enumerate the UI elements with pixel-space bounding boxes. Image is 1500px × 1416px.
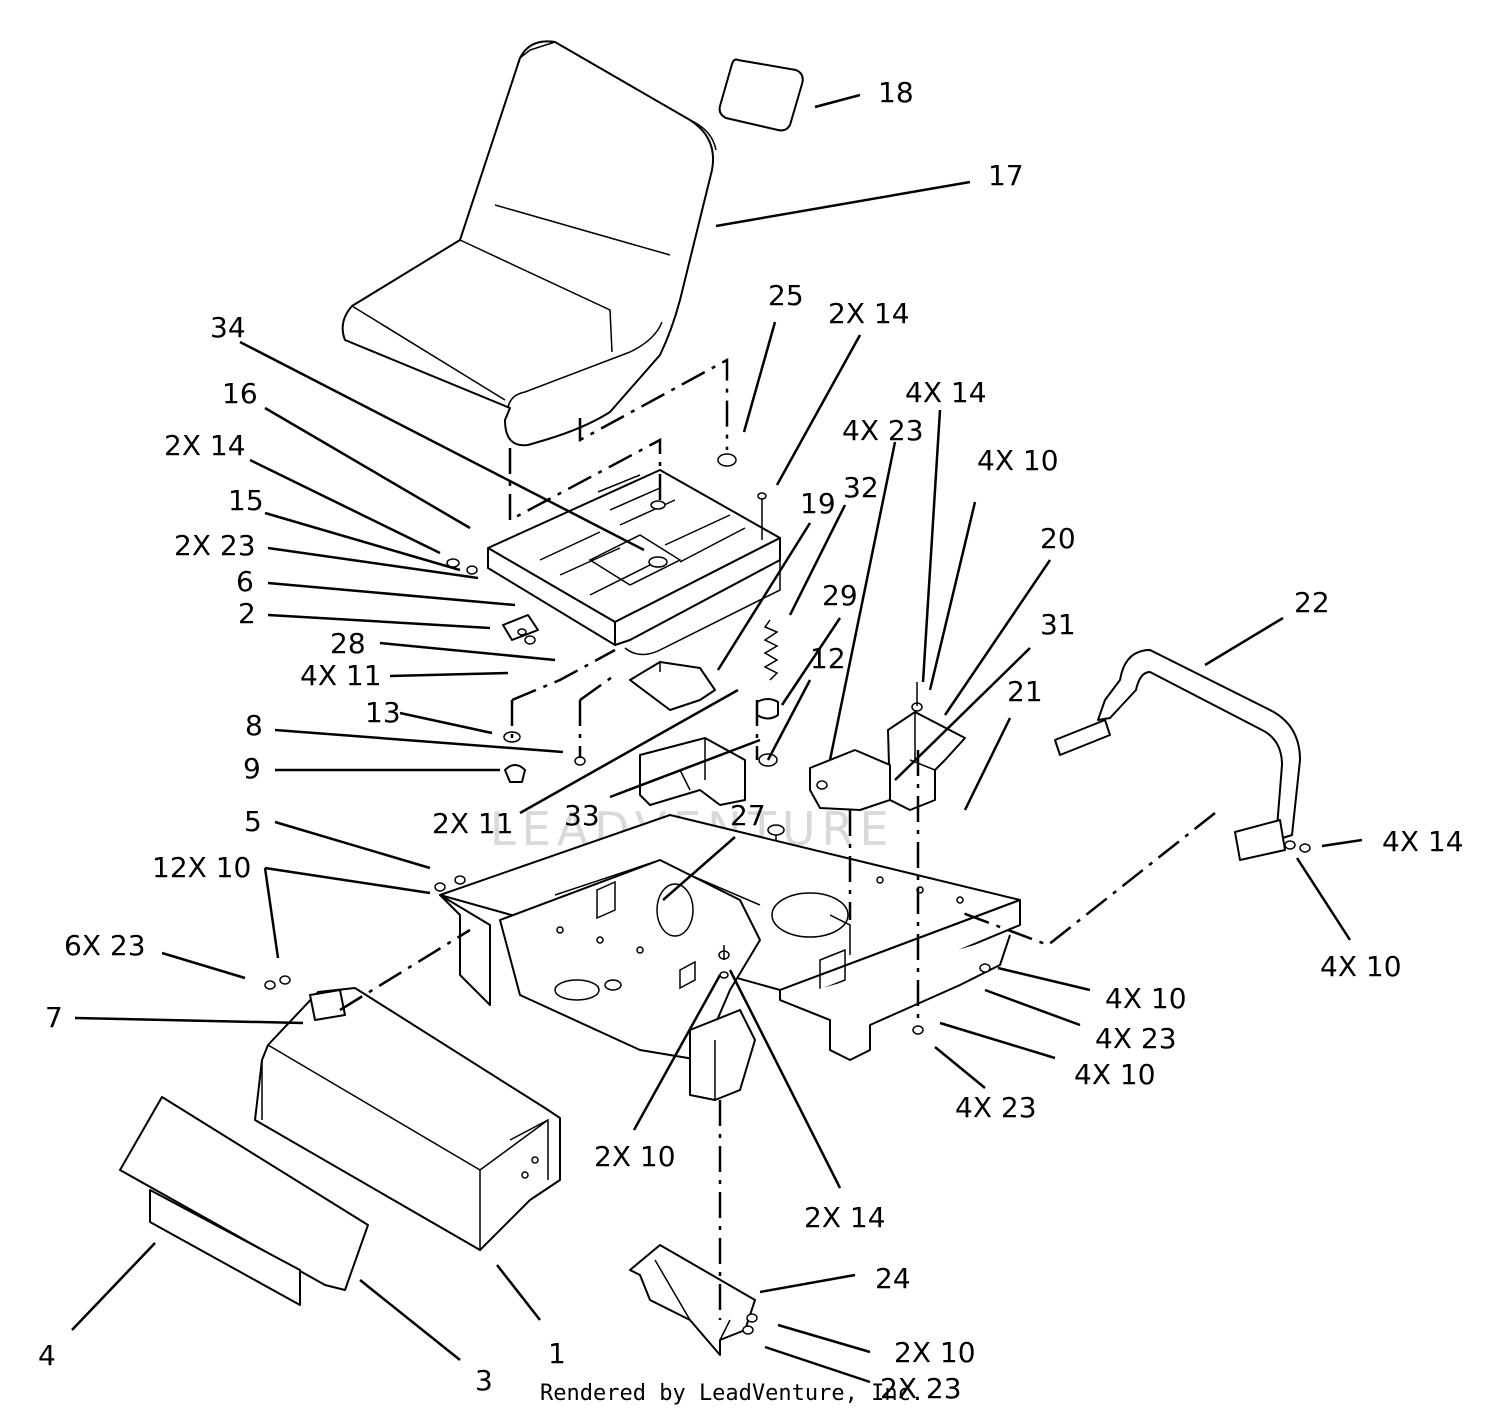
callout-c25: 25 bbox=[768, 279, 804, 312]
console-part-1 bbox=[254, 987, 561, 1251]
callout-c27: 27 bbox=[730, 799, 766, 832]
seat-bracket-part-19 bbox=[629, 661, 716, 711]
callout-c2x10b: 2X 10 bbox=[894, 1336, 976, 1369]
bumper-part-29 bbox=[756, 698, 779, 720]
leader-lines bbox=[71, 93, 1363, 1384]
callout-c17: 17 bbox=[988, 159, 1024, 192]
panel-part-3 bbox=[119, 1096, 369, 1291]
callout-c5: 5 bbox=[244, 805, 262, 838]
callout-c2x14a: 2X 14 bbox=[828, 297, 910, 330]
callout-c4x10d: 4X 10 bbox=[1074, 1058, 1156, 1091]
callout-c2x23a: 2X 23 bbox=[174, 529, 256, 562]
callout-c18: 18 bbox=[878, 76, 914, 109]
assembly-lines bbox=[339, 357, 1216, 1320]
callout-c6: 6 bbox=[236, 565, 254, 598]
callout-c32: 32 bbox=[843, 471, 879, 504]
callout-c28: 28 bbox=[330, 627, 366, 660]
callout-c4x14b: 4X 14 bbox=[1382, 825, 1464, 858]
callout-c3: 3 bbox=[475, 1364, 493, 1397]
callout-c4x10a: 4X 10 bbox=[977, 444, 1059, 477]
callout-c29: 29 bbox=[822, 579, 858, 612]
callout-c9: 9 bbox=[243, 752, 261, 785]
callout-c24: 24 bbox=[875, 1262, 911, 1295]
callout-c12x10: 12X 10 bbox=[152, 851, 251, 884]
handle-bar-part-22 bbox=[1054, 649, 1311, 861]
callout-c4x10c: 4X 10 bbox=[1105, 982, 1187, 1015]
front-support bbox=[689, 1009, 756, 1101]
bracket-part-33 bbox=[639, 737, 746, 806]
callout-c13: 13 bbox=[365, 696, 401, 729]
callout-c33: 33 bbox=[564, 799, 600, 832]
callout-c4x23b: 4X 23 bbox=[1095, 1022, 1177, 1055]
callout-c19: 19 bbox=[800, 487, 836, 520]
callout-c4x11: 4X 11 bbox=[300, 659, 382, 692]
callout-c4x10b: 4X 10 bbox=[1320, 950, 1402, 983]
callout-c2x14c: 2X 14 bbox=[804, 1201, 886, 1234]
frame-hardware bbox=[264, 875, 991, 1035]
callout-c15: 15 bbox=[228, 484, 264, 517]
callout-c16: 16 bbox=[222, 377, 258, 410]
credit-text: Rendered by LeadVenture, Inc. bbox=[540, 1381, 924, 1406]
seat-label-part-18 bbox=[718, 58, 804, 132]
bracket-part-31 bbox=[809, 749, 891, 811]
callout-c20: 20 bbox=[1040, 522, 1076, 555]
callout-c4: 4 bbox=[38, 1339, 56, 1372]
callout-c1: 1 bbox=[548, 1337, 566, 1370]
callout-c2x14b: 2X 14 bbox=[164, 429, 246, 462]
callout-c31: 31 bbox=[1040, 608, 1076, 641]
callout-c2: 2 bbox=[238, 597, 256, 630]
callout-c22: 22 bbox=[1294, 586, 1330, 619]
callout-c4x14a: 4X 14 bbox=[905, 376, 987, 409]
callout-c12: 12 bbox=[810, 642, 846, 675]
main-frame-part-5 bbox=[439, 814, 1021, 1061]
callout-c34: 34 bbox=[210, 311, 246, 344]
callout-c2x23b: 2X 23 bbox=[880, 1372, 962, 1405]
callout-c2x11: 2X 11 bbox=[432, 807, 514, 840]
callout-c4x23a: 4X 23 bbox=[842, 414, 924, 447]
decal-part-4 bbox=[149, 1189, 301, 1306]
callout-c6x23: 6X 23 bbox=[64, 929, 146, 962]
bracket-part-24 bbox=[629, 1244, 758, 1356]
callout-c8: 8 bbox=[245, 709, 263, 742]
callout-c21: 21 bbox=[1007, 675, 1043, 708]
callout-c2x10a: 2X 10 bbox=[594, 1140, 676, 1173]
spring-part-32 bbox=[763, 619, 779, 681]
seat-part-17 bbox=[341, 40, 717, 447]
callout-c7: 7 bbox=[45, 1001, 63, 1034]
callout-c4x23c: 4X 23 bbox=[955, 1091, 1037, 1124]
